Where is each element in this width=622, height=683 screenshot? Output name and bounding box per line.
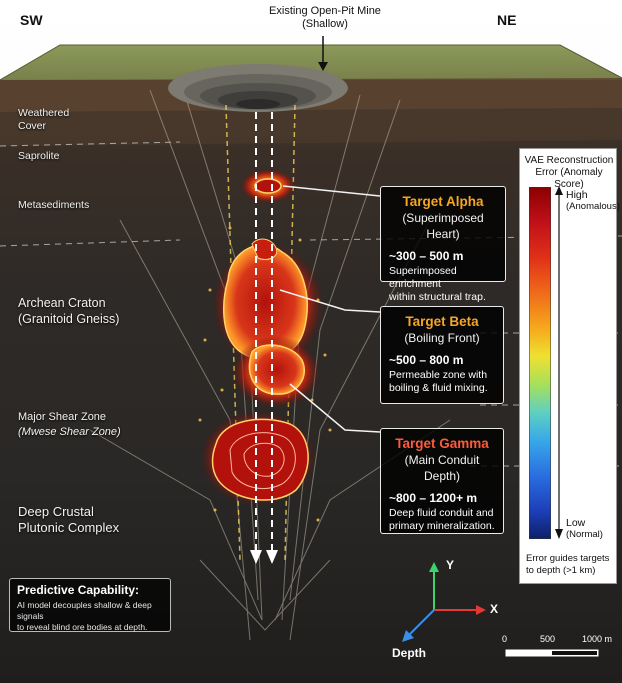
compass-ne: NE [497,12,517,28]
layer-archean-craton: Archean Craton (Granitoid Gneiss) [18,295,119,327]
layer-line: Plutonic Complex [18,520,120,535]
predictive-body: AI model decouples shallow & deep signal… [17,600,152,621]
legend-high-sub: (Anomalous) [566,201,620,212]
layer-saprolite: Saprolite [18,150,59,163]
layer-line: (Granitoid Gneiss) [18,312,120,326]
target-desc: Permeable zone with [389,369,488,381]
layer-major-shear-zone: Major Shear Zone (Mwese Shear Zone) [18,410,121,440]
target-subtitle: (Main Conduit Depth) [404,453,480,483]
callout-target-beta: Target Beta (Boiling Front) ~500 – 800 m… [380,306,504,404]
legend-caption-line: to depth (>1 km) [526,565,596,576]
legend-high-label: High [566,189,588,201]
layer-line: (Mwese Shear Zone) [18,426,121,438]
open-pit [168,64,348,112]
axis-x-label: X [490,602,499,616]
target-title: Target Alpha [402,194,484,209]
layer-metasediments: Metasediments [18,199,89,212]
legend-title-line: Error (Anomaly Score) [535,167,603,190]
axis-triad [402,562,486,642]
legend-caption-line: Error guides targets [526,553,610,564]
layer-line: Major Shear Zone [18,411,107,423]
mine-title: Existing Open-Pit Mine [269,5,381,17]
target-desc: primary mineralization. [389,520,495,532]
predictive-capability-box: Predictive Capability: AI model decouple… [9,578,171,632]
target-desc: boiling & fluid mixing. [389,382,488,394]
callout-target-alpha: Target Alpha (Superimposed Heart) ~300 –… [380,186,506,303]
mine-subtitle: (Shallow) [302,18,348,30]
target-title: Target Gamma [395,436,489,451]
layer-weathered-cover: Weathered Cover [18,107,69,133]
scale-tick-1000: 1000 m [582,634,613,644]
target-depth: ~500 – 800 m [389,353,464,367]
legend-low-sub: (Normal) [566,529,603,540]
scale-tick-500: 500 [540,634,556,644]
legend-low-label: Low [566,517,586,529]
target-desc: Superimposed enrichment [389,265,457,290]
legend-arrow [555,186,563,539]
target-title: Target Beta [405,314,479,329]
layer-line: Deep Crustal [18,504,94,519]
target-desc: within structural trap. [389,291,486,303]
legend-low: Low (Normal) [566,517,603,541]
axis-depth-label: Depth [392,646,426,660]
callout-target-gamma: Target Gamma (Main Conduit Depth) ~800 –… [380,428,504,534]
layer-line: Saprolite [18,150,60,162]
layer-deep-crustal: Deep Crustal Plutonic Complex [18,504,119,536]
predictive-body: to reveal blind ore bodies at depth. [17,622,148,632]
legend-high: High (Anomalous) [566,189,620,213]
layer-line: Metasediments [18,199,90,211]
legend-caption: Error guides targets to depth (>1 km) [526,553,616,577]
compass-sw: SW [20,12,43,28]
target-subtitle: (Boiling Front) [404,331,480,345]
axis-y-label: Y [446,558,455,572]
target-depth: ~800 – 1200+ m [389,491,478,505]
scale-tick-0: 0 [502,634,508,644]
mine-label: Existing Open-Pit Mine (Shallow) [250,5,400,31]
legend-title: VAE Reconstruction Error (Anomaly Score) [520,155,618,191]
layer-line: Archean Craton [18,296,106,310]
legend-color-bar [529,187,551,539]
scale-bar [505,649,599,657]
target-desc: Deep fluid conduit and [389,507,494,519]
legend-title-line: VAE Reconstruction [524,155,614,166]
target-subtitle: (Superimposed Heart) [402,211,484,241]
layer-line: Cover [18,120,47,132]
predictive-heading: Predictive Capability: [17,583,140,597]
vae-legend: VAE Reconstruction Error (Anomaly Score)… [519,148,620,584]
layer-line: Weathered [18,107,70,119]
depth-arrows [255,112,273,552]
target-depth: ~300 – 500 m [389,249,464,263]
